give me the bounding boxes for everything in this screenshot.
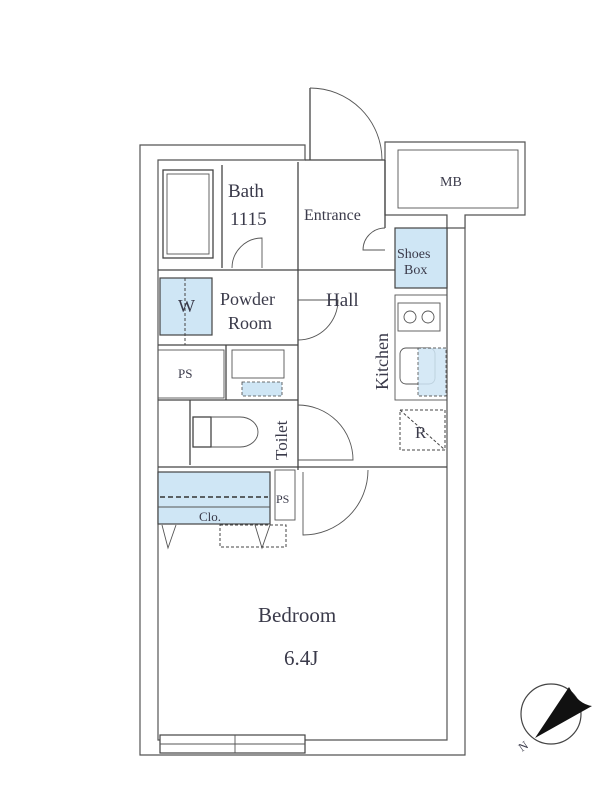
shoe-box-door bbox=[362, 227, 386, 251]
bedroom-door bbox=[302, 469, 369, 536]
compass-north-label: N bbox=[516, 738, 531, 755]
powder-room-label-2: Room bbox=[228, 313, 272, 333]
bath-door bbox=[231, 237, 263, 269]
pipe-space-upper bbox=[157, 349, 225, 399]
entrance-label: Entrance bbox=[304, 207, 361, 224]
bedroom-label: Bedroom bbox=[258, 603, 336, 627]
entrance-door bbox=[305, 87, 385, 161]
powder-room-label-1: Powder bbox=[220, 289, 275, 309]
bathtub bbox=[162, 169, 214, 259]
toilet-label: Toilet bbox=[272, 420, 291, 460]
bedroom-size-label: 6.4J bbox=[284, 646, 318, 670]
bath-size-label: 1115 bbox=[230, 209, 267, 230]
bathtub-inner bbox=[166, 173, 210, 255]
toilet-door bbox=[297, 404, 354, 461]
powder-room-door bbox=[297, 299, 339, 341]
closet-label: Clo. bbox=[199, 509, 221, 524]
washer bbox=[159, 277, 213, 336]
closet bbox=[157, 471, 271, 525]
interior-walls bbox=[158, 160, 447, 470]
window bbox=[159, 734, 306, 754]
refrigerator-label: R bbox=[415, 423, 427, 442]
wash-basin bbox=[231, 349, 285, 379]
shoes-box-label-1: Shoes bbox=[397, 247, 430, 262]
ps-lower-label: PS bbox=[276, 492, 289, 506]
toilet-fixture bbox=[192, 416, 259, 448]
pipe-space-lower bbox=[274, 469, 296, 521]
shoes-box bbox=[394, 227, 448, 289]
north-compass-icon: N bbox=[516, 683, 592, 755]
hall-label: Hall bbox=[326, 290, 359, 311]
kitchen-counter bbox=[394, 294, 448, 401]
washer-label: W bbox=[178, 296, 195, 316]
refrigerator-space bbox=[399, 409, 446, 451]
mb-label: MB bbox=[440, 175, 462, 190]
kitchen-label: Kitchen bbox=[372, 333, 392, 390]
shoes-box-label-2: Box bbox=[404, 263, 427, 278]
outer-walls bbox=[139, 141, 526, 756]
bath-label: Bath bbox=[228, 181, 264, 202]
ps-upper-label: PS bbox=[178, 366, 192, 381]
